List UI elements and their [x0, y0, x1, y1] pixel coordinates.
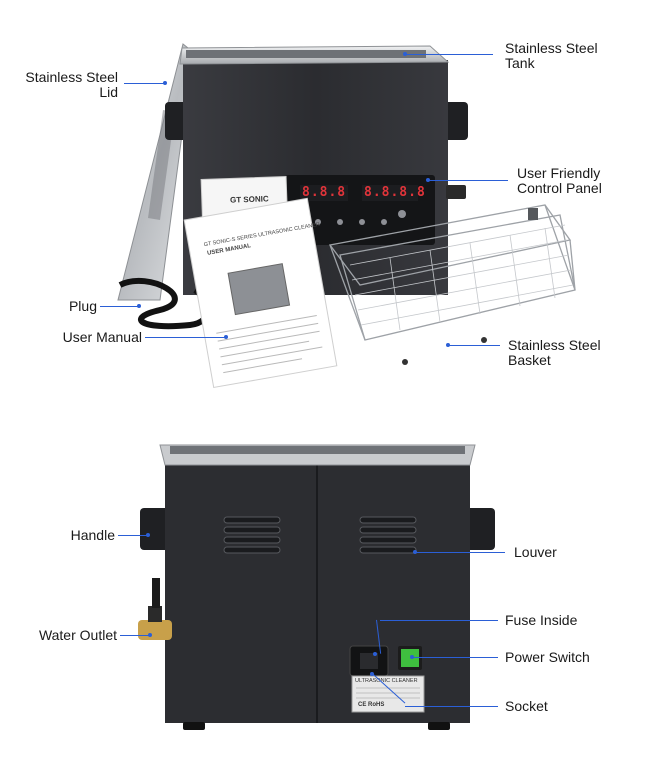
label-socket: Socket [505, 698, 548, 714]
leader-line-water-outlet [120, 635, 150, 636]
leader-dot-manual [224, 335, 228, 339]
label-tank-line1: Stainless Steel [505, 40, 598, 56]
louver-left [223, 516, 281, 554]
power-socket [349, 645, 389, 677]
label-stainless-steel-tank: Stainless Steel Tank [505, 41, 598, 71]
leader-line-lid [124, 83, 164, 84]
water-outlet-valve [138, 578, 172, 640]
drain-valve-top [446, 185, 466, 199]
label-stainless-steel-lid: Stainless Steel Lid [8, 70, 118, 100]
leader-line-power-switch [412, 657, 498, 658]
leader-dot-fuse [373, 652, 377, 656]
control-panel [285, 175, 435, 245]
rating-plate-marks: CE RoHS [358, 702, 385, 708]
leader-line-manual [145, 337, 225, 338]
label-lid-line2: Lid [99, 84, 118, 100]
leader-dot-tank [403, 52, 407, 56]
top-product-illustration [117, 43, 576, 389]
label-user-friendly-control-panel: User Friendly Control Panel [517, 166, 602, 196]
leader-dot-louver [413, 550, 417, 554]
label-water-outlet: Water Outlet [38, 627, 117, 643]
leader-dot-control-panel [426, 178, 430, 182]
leader-dot-plug [137, 304, 141, 308]
leader-line-fuse [380, 620, 498, 621]
leader-line-louver [415, 552, 505, 553]
leader-line-fuse-diag [376, 619, 382, 654]
leader-dot-power-switch [410, 655, 414, 659]
label-fuse-inside: Fuse Inside [505, 612, 578, 628]
label-lid-line1: Stainless Steel [25, 69, 118, 85]
label-power-switch: Power Switch [505, 649, 590, 665]
leader-line-plug [100, 306, 138, 307]
cleaner-body-rear [165, 455, 470, 723]
louver-right [359, 516, 417, 554]
stainless-steel-basket [328, 204, 576, 365]
label-handle: Handle [70, 527, 115, 543]
label-control-panel-line2: Control Panel [517, 180, 602, 196]
handle-left [140, 508, 170, 550]
panel-display-left: 8.8.8 [302, 185, 347, 200]
rating-plate-heading: ULTRASONIC CLEANER [355, 678, 418, 684]
leader-line-socket [405, 706, 498, 707]
leader-dot-handle [146, 533, 150, 537]
user-manual-illustration [183, 176, 338, 389]
leader-line-basket [448, 345, 500, 346]
label-user-manual: User Manual [62, 329, 142, 345]
leader-line-tank [405, 54, 493, 55]
leader-line-handle [118, 535, 148, 536]
leader-dot-basket [446, 343, 450, 347]
label-stainless-steel-basket: Stainless Steel Basket [508, 338, 601, 368]
label-plug: Plug [68, 298, 97, 314]
leader-line-control-panel [428, 180, 508, 181]
manual-brand: GT SONIC [229, 194, 269, 205]
leader-dot-water-outlet [148, 633, 152, 637]
tank-rim-rear [159, 444, 476, 466]
label-basket-line2: Basket [508, 352, 551, 368]
label-louver: Louver [514, 544, 557, 560]
leader-dot-lid [163, 81, 167, 85]
handle-right [465, 508, 495, 550]
label-tank-line2: Tank [505, 55, 535, 71]
stainless-steel-tank [179, 45, 450, 65]
label-control-panel-line1: User Friendly [517, 165, 601, 181]
panel-display-right: 8.8.8.8 [364, 185, 426, 200]
label-basket-line1: Stainless Steel [508, 337, 601, 353]
